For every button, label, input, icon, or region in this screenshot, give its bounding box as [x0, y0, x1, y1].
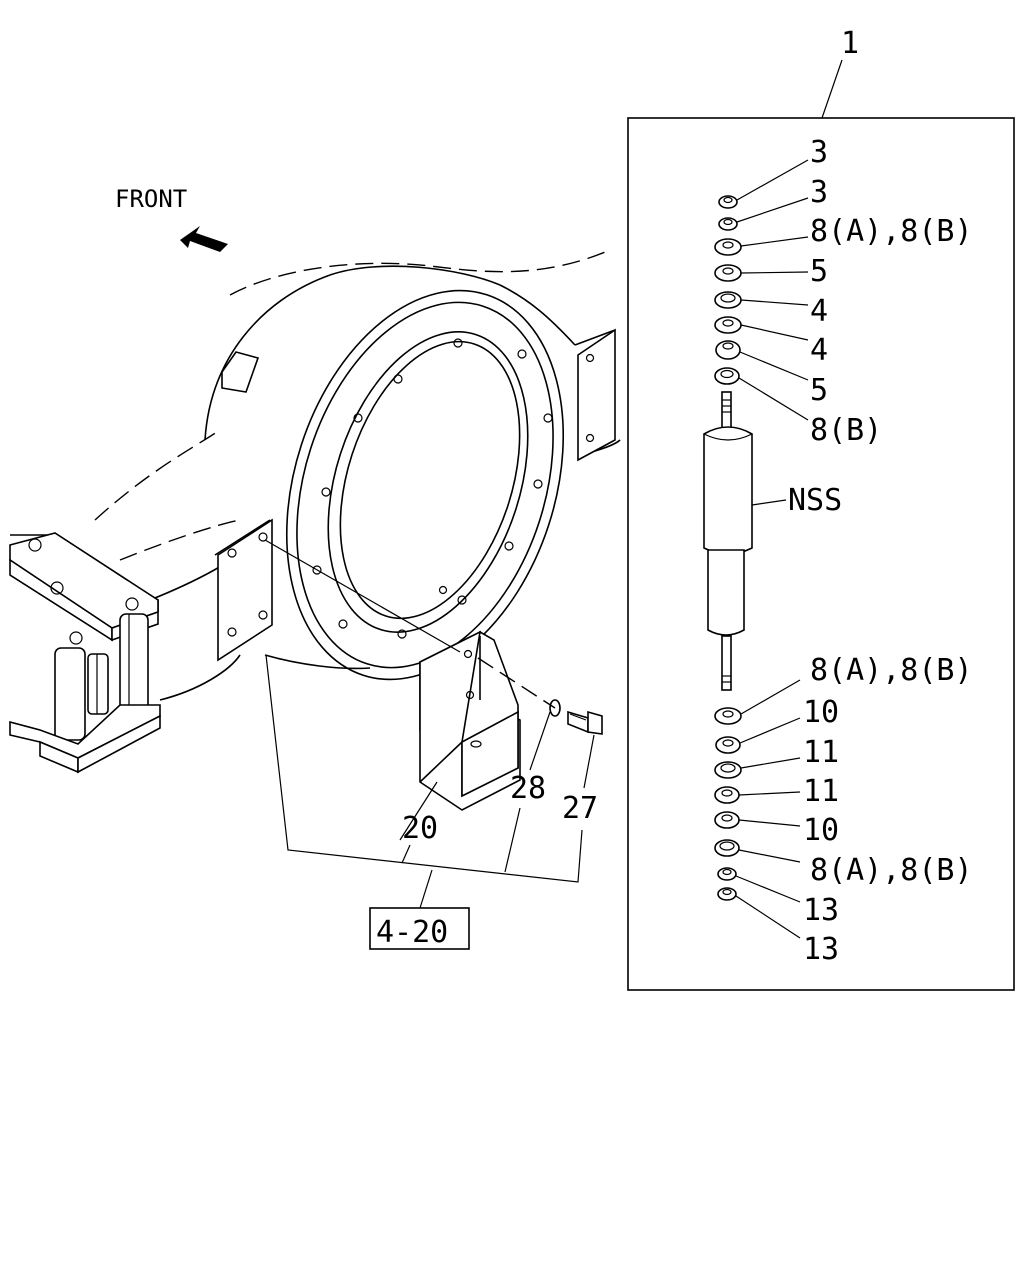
- stack-label: 4: [810, 294, 828, 329]
- stack-label: 5: [810, 373, 828, 408]
- front-label: FRONT: [115, 185, 187, 213]
- stack-label: 10: [803, 695, 839, 730]
- callout-washer: 28: [510, 771, 546, 806]
- stack-label: 8(A),8(B): [810, 853, 973, 888]
- axle-housing: [9, 249, 621, 774]
- callout-assembly: 1: [841, 26, 859, 61]
- washer: [549, 699, 561, 717]
- upper-parts-stack: [714, 195, 742, 385]
- callout-bracket: 20: [402, 811, 438, 846]
- stack-label: 8(B): [810, 413, 882, 448]
- stack-label: 11: [803, 735, 839, 770]
- stack-label: 13: [803, 932, 839, 967]
- stack-label: 4: [810, 333, 828, 368]
- bolt: [567, 710, 603, 735]
- front-arrow-icon: [180, 226, 228, 252]
- shock-absorber: [703, 391, 753, 691]
- callout-shock-absorber: NSS: [788, 483, 842, 518]
- stack-label: 11: [803, 774, 839, 809]
- stack-label: 13: [803, 893, 839, 928]
- mounting-bracket: [419, 630, 521, 811]
- stack-leaders: [735, 159, 809, 939]
- kit-box: [627, 117, 1015, 991]
- stack-label: 3: [810, 135, 828, 170]
- stack-label: 8(A),8(B): [810, 214, 973, 249]
- assembly-ref-box: [369, 907, 470, 950]
- stack-label: 5: [810, 254, 828, 289]
- callout-bolt: 27: [562, 791, 598, 826]
- assembly-ref: 4-20: [376, 915, 448, 950]
- stack-label: 3: [810, 175, 828, 210]
- stack-label: 10: [803, 813, 839, 848]
- lower-parts-stack: [714, 707, 742, 901]
- stack-label: 8(A),8(B): [810, 653, 973, 688]
